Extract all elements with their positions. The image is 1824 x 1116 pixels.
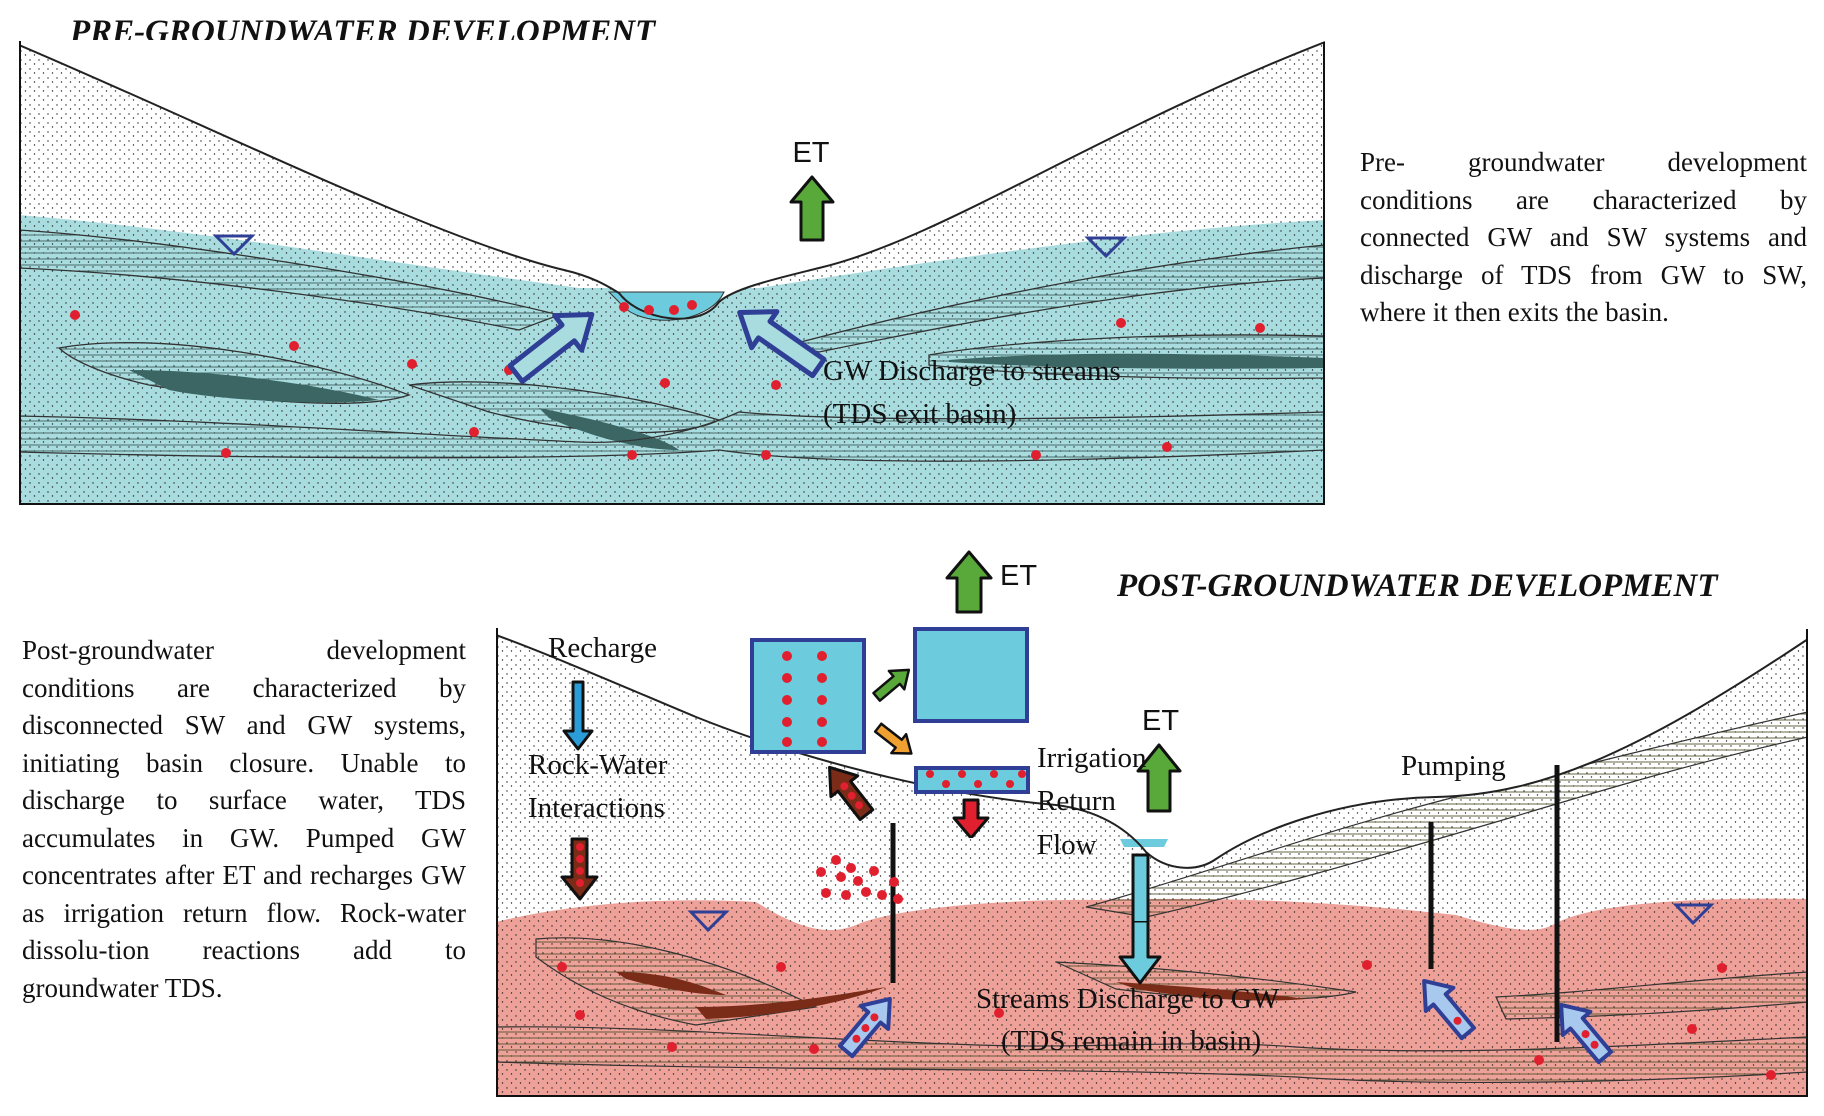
water-table-marker-right bbox=[1084, 236, 1128, 259]
evaporation-transfer-arrow bbox=[872, 668, 911, 702]
tds-dots bbox=[557, 960, 1776, 1080]
et-field-arrow bbox=[1136, 743, 1182, 813]
pumping-arrow-middle bbox=[1422, 978, 1476, 1041]
pumped-water-tank bbox=[750, 638, 866, 754]
post-development-title: POST-GROUNDWATER DEVELOPMENT bbox=[1117, 568, 1718, 604]
pumping-arrow-right bbox=[1559, 1002, 1613, 1065]
irrigation-system-overlay: ET bbox=[740, 548, 1070, 840]
irrigation-droplets bbox=[816, 855, 903, 904]
irrigation-water-strip bbox=[914, 766, 1030, 794]
pre-development-cross-section: ET GW Discharge to streams (TDS exit bas… bbox=[19, 40, 1325, 505]
evaporation-tank bbox=[913, 627, 1029, 723]
water-table-marker-left bbox=[687, 910, 730, 933]
post-development-cross-section: Recharge Rock-Water Interactions ET Pump… bbox=[496, 627, 1808, 1097]
irrigation-return-label-2: Return bbox=[1037, 785, 1116, 817]
recharge-label: Recharge bbox=[548, 632, 657, 664]
et-top-label: ET bbox=[1000, 560, 1037, 592]
gw-discharge-label: GW Discharge to streams bbox=[823, 355, 1121, 387]
pumping-label: Pumping bbox=[1401, 750, 1506, 782]
rock-water-label: Rock-Water bbox=[528, 749, 668, 781]
pumping-arrow-left bbox=[838, 996, 892, 1059]
et-top-arrow bbox=[945, 550, 993, 614]
irrigation-return-arrow bbox=[952, 798, 990, 840]
irrigation-return-label: Irrigation bbox=[1037, 742, 1147, 774]
post-development-description: Post-groundwater development conditions … bbox=[22, 635, 466, 1003]
water-table-marker-left bbox=[212, 234, 256, 257]
well-to-tank-arrow bbox=[828, 765, 875, 822]
et-field-label: ET bbox=[1142, 705, 1179, 737]
gw-discharge-sublabel: (TDS exit basin) bbox=[823, 398, 1016, 430]
stream-discharge-arrow bbox=[1118, 919, 1162, 985]
rock-water-sublabel: Interactions bbox=[528, 792, 665, 824]
et-label: ET bbox=[792, 137, 829, 169]
clay-lens bbox=[129, 370, 379, 403]
streams-discharge-sublabel: (TDS remain in basin) bbox=[1001, 1025, 1261, 1057]
gw-discharge-arrow-left bbox=[507, 311, 595, 384]
post-stream bbox=[1120, 839, 1168, 847]
water-table-marker-right bbox=[1672, 903, 1715, 926]
streams-discharge-label: Streams Discharge to GW bbox=[976, 983, 1280, 1015]
irrigation-transfer-arrow bbox=[873, 722, 913, 755]
tds-dots bbox=[70, 300, 1265, 460]
irrigation-return-label-3: Flow bbox=[1037, 829, 1097, 861]
recharge-arrow bbox=[562, 680, 594, 751]
pre-development-description: Pre- groundwater development conditions … bbox=[1360, 147, 1807, 327]
gw-discharge-arrow-right bbox=[737, 309, 827, 379]
et-arrow bbox=[789, 175, 835, 242]
